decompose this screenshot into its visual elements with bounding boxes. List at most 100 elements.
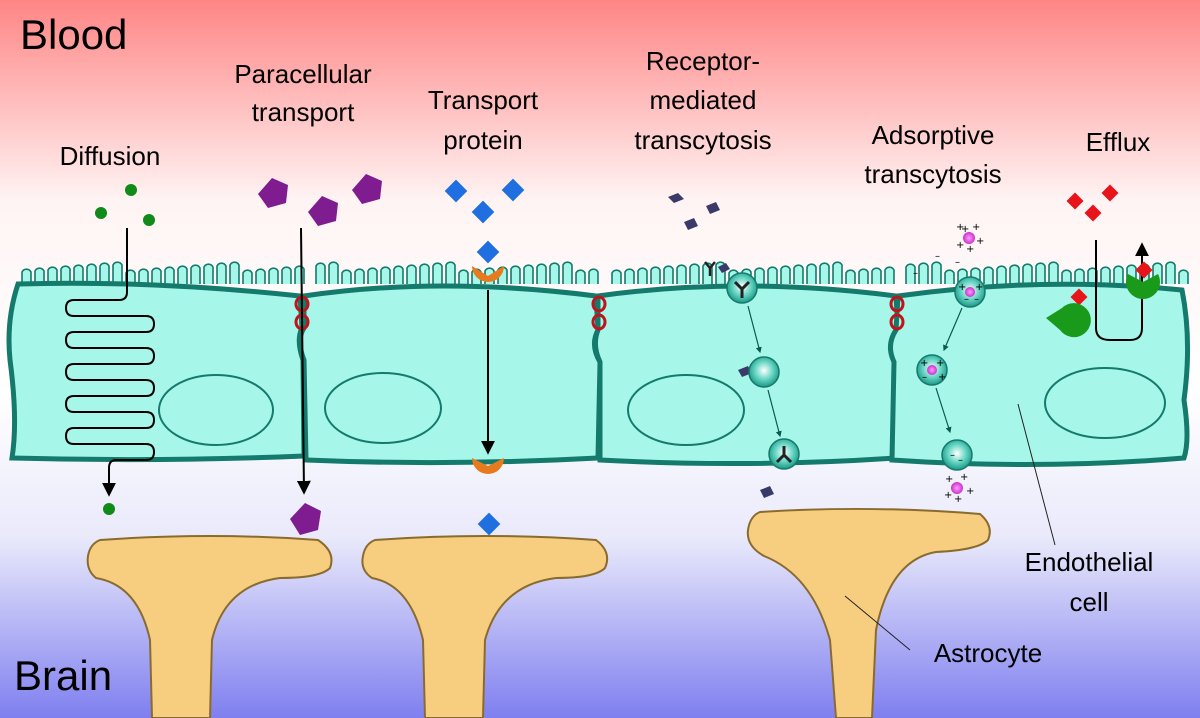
microvillus xyxy=(73,264,84,284)
microvillus xyxy=(138,268,149,284)
svg-text:+: + xyxy=(956,222,964,233)
microvillus xyxy=(34,267,45,284)
svg-text:+: + xyxy=(966,244,974,255)
microvillus xyxy=(328,261,339,284)
microvillus xyxy=(819,262,830,284)
microvillus xyxy=(931,261,942,284)
microvillus xyxy=(229,261,240,284)
astrocyte-label: Astrocyte xyxy=(934,638,1042,668)
efflux-arrow xyxy=(1095,240,1149,341)
endothelial-cell-4 xyxy=(888,281,1191,468)
microvillus xyxy=(203,263,214,284)
microvillus xyxy=(832,261,843,284)
microvillus xyxy=(884,266,895,284)
vesicle xyxy=(941,439,973,471)
microvillus xyxy=(983,266,994,284)
microvillus xyxy=(918,262,929,284)
paracellular-label-line2: transport xyxy=(252,97,355,127)
endothelial-label-line1: Endothelial xyxy=(1025,547,1154,577)
svg-text:+: + xyxy=(958,282,966,293)
microvillus xyxy=(754,267,765,284)
svg-text:+: + xyxy=(954,494,962,505)
microvillus xyxy=(806,263,817,284)
microvillus xyxy=(575,269,586,284)
svg-text:+: + xyxy=(920,358,928,369)
svg-text:–: – xyxy=(913,268,918,279)
microvillus xyxy=(1178,269,1189,284)
microvillus xyxy=(406,264,417,284)
paracellular-label-line1: Paracellular xyxy=(234,59,372,89)
svg-text:–: – xyxy=(958,455,963,466)
ligand-molecule xyxy=(718,263,730,273)
microvillus xyxy=(281,266,292,284)
microvillus xyxy=(611,269,622,284)
microvillus xyxy=(1048,261,1059,284)
microvillus xyxy=(549,262,560,284)
paracellular-molecule xyxy=(290,503,321,535)
microvillus xyxy=(1165,261,1176,284)
svg-text:+: + xyxy=(960,472,968,483)
microvillus xyxy=(510,265,521,284)
ligand-molecule xyxy=(668,193,684,203)
svg-text:+: + xyxy=(975,282,983,293)
microvillus xyxy=(523,264,534,284)
svg-text:+: + xyxy=(961,224,969,235)
microvillus xyxy=(858,268,869,284)
microvillus xyxy=(151,267,162,284)
microvillus xyxy=(268,267,279,284)
microvillus xyxy=(1100,266,1111,284)
microvillus xyxy=(588,268,599,284)
svg-text:+: + xyxy=(972,222,980,233)
microvillus xyxy=(562,261,573,284)
efflux-mechanism xyxy=(1046,184,1160,341)
ligand-molecule xyxy=(684,218,698,230)
receptor-mechanism xyxy=(668,193,800,498)
microvillus xyxy=(905,263,916,284)
diffusion-molecule xyxy=(125,184,137,196)
microvillus xyxy=(255,268,266,284)
microvillus xyxy=(99,262,110,284)
diffusion-molecule xyxy=(143,214,155,226)
cationic-molecule xyxy=(963,232,975,244)
microvillus xyxy=(624,268,635,284)
microvillus xyxy=(380,266,391,284)
microvillus xyxy=(458,269,469,284)
microvillus xyxy=(432,262,443,284)
endothelial-label-line2: cell xyxy=(1069,587,1108,617)
paracellular-molecule xyxy=(258,178,288,208)
paracellular-mechanism xyxy=(258,174,382,535)
microvillus xyxy=(86,263,97,284)
endothelial-cell-2 xyxy=(297,283,603,466)
adsorptive-mechanism: ++++++ ––– ++–– ++–+ –– +++++ xyxy=(913,222,986,505)
paracellular-arrow xyxy=(296,227,311,495)
blood-label: Blood xyxy=(20,11,127,58)
microvillus xyxy=(1061,269,1072,284)
microvillus xyxy=(315,262,326,284)
microvillus xyxy=(190,264,201,284)
astrocyte-2 xyxy=(361,535,609,718)
microvillus xyxy=(177,265,188,284)
receptor-label-line3: transcytosis xyxy=(634,125,771,155)
microvillus xyxy=(944,269,955,284)
svg-text:+: + xyxy=(945,474,953,485)
transport-protein-label-line2: protein xyxy=(443,125,523,155)
microvillus xyxy=(47,266,58,284)
svg-text:+: + xyxy=(966,486,974,497)
svg-text:+: + xyxy=(936,358,944,369)
microvillus xyxy=(164,266,175,284)
microvillus xyxy=(996,265,1007,284)
microvillus xyxy=(1009,264,1020,284)
diffusion-molecule xyxy=(95,207,107,219)
adsorptive-label-line2: transcytosis xyxy=(864,159,1001,189)
microvillus xyxy=(650,266,661,284)
ligand-molecule xyxy=(760,486,774,498)
microvillus xyxy=(767,266,778,284)
microvillus xyxy=(216,262,227,284)
microvillus xyxy=(1022,263,1033,284)
cationic-molecule xyxy=(951,482,963,494)
svg-text:–: – xyxy=(955,257,960,268)
microvillus xyxy=(780,265,791,284)
svg-text:–: – xyxy=(974,294,979,305)
